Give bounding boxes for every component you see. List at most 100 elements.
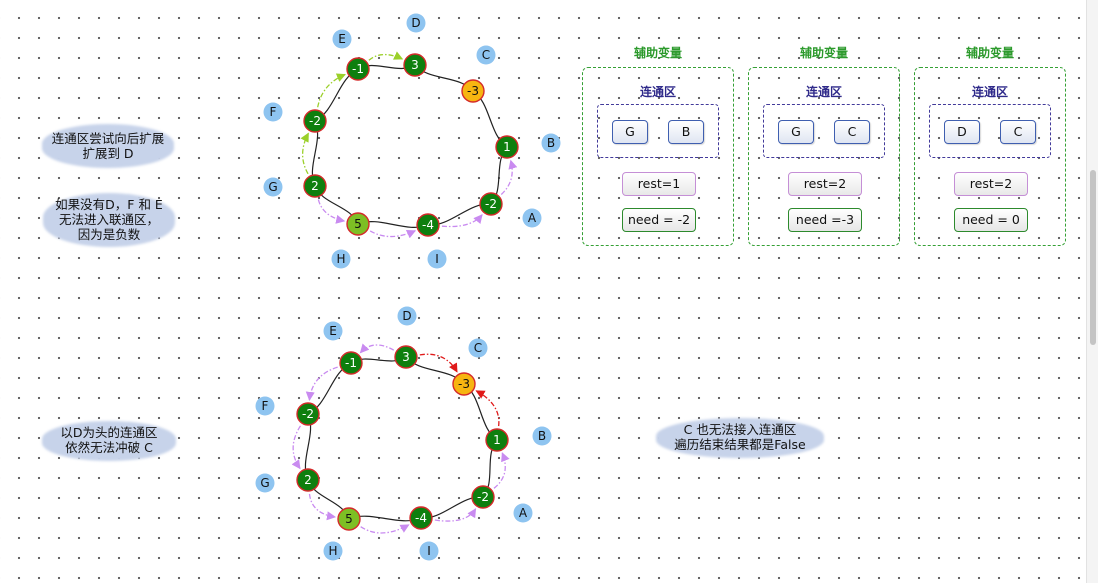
flow-arrow xyxy=(369,229,417,239)
chip-node: D xyxy=(944,120,980,144)
node-value: -3 xyxy=(458,377,470,391)
node-letter-badge: A xyxy=(513,503,533,523)
node-letter-badge: E xyxy=(323,321,343,341)
vertical-scrollbar[interactable] xyxy=(1086,0,1098,583)
group-title: 连通区 xyxy=(971,85,1008,99)
flow-arrow xyxy=(434,508,477,522)
node-letter-badge: H xyxy=(323,541,343,561)
ring-node: -3 xyxy=(452,372,476,396)
node-letter-badge: F xyxy=(255,396,275,416)
node-value: -2 xyxy=(485,197,497,211)
node-value: 3 xyxy=(411,58,419,72)
node-value: 1 xyxy=(493,433,501,447)
ring-node: 3 xyxy=(394,345,418,369)
note-line: C 也无法接入连通区 xyxy=(683,422,797,437)
node-letter: G xyxy=(260,476,269,490)
node-value: -2 xyxy=(309,114,321,128)
node-letter-badge: B xyxy=(541,133,561,153)
node-letter: C xyxy=(482,48,490,62)
need-value: need = 0 xyxy=(954,208,1028,232)
node-letter: F xyxy=(262,399,269,413)
node-letter: I xyxy=(427,544,431,558)
note-line: 扩展到 D xyxy=(82,146,134,161)
chip-node: B xyxy=(668,120,704,144)
node-letter-badge: E xyxy=(332,29,352,49)
flow-arrow xyxy=(308,493,337,521)
rest-value: rest=1 xyxy=(622,172,696,196)
node-letter-badge: D xyxy=(406,13,426,33)
node-letter: H xyxy=(328,544,337,558)
node-letter: D xyxy=(402,309,411,323)
scrollbar-thumb[interactable] xyxy=(1090,170,1096,345)
node-value: -3 xyxy=(467,84,479,98)
node-value: 2 xyxy=(311,179,319,193)
flow-arrow xyxy=(419,353,458,373)
node-letter: A xyxy=(519,506,528,520)
note-line: 依然无法冲破 C xyxy=(65,440,153,455)
ring-node: 5 xyxy=(337,507,361,531)
connected-group: 连通区 G C xyxy=(763,85,885,158)
flow-arrow xyxy=(291,425,302,470)
note-line: 连通区尝试向后扩展 xyxy=(51,131,165,146)
node-value: 5 xyxy=(354,217,362,231)
flow-arrow xyxy=(368,51,404,61)
note-cloud-expand-d: 连通区尝试向后扩展 扩展到 D xyxy=(42,124,174,168)
chip-node: G xyxy=(612,120,648,144)
node-value: -4 xyxy=(415,511,427,525)
ring-node: -2 xyxy=(296,402,320,426)
node-letter: B xyxy=(538,429,546,443)
panel-title: 辅助变量 xyxy=(965,46,1014,60)
node-value: 5 xyxy=(345,512,353,526)
node-value: -4 xyxy=(422,218,434,232)
node-value: -1 xyxy=(345,356,357,370)
ring-node: -2 xyxy=(471,485,495,509)
node-letter-badge: G xyxy=(255,473,275,493)
node-value: -1 xyxy=(352,62,364,76)
rest-value: rest=2 xyxy=(954,172,1028,196)
rest-value: rest=2 xyxy=(788,172,862,196)
node-letter: C xyxy=(474,341,482,355)
ring-node: 2 xyxy=(303,174,327,198)
ring-node: -2 xyxy=(303,109,327,133)
node-letter: A xyxy=(528,211,537,225)
node-letter-badge: B xyxy=(532,426,552,446)
aux-panel-3: 辅助变量 连通区 D C rest=2 need = 0 xyxy=(914,46,1066,246)
chip-node: G xyxy=(778,120,814,144)
aux-panel-2: 辅助变量 连通区 G C rest=2 need =-3 xyxy=(748,46,900,246)
node-value: -2 xyxy=(477,490,489,504)
note-line: 无法进入联通区， xyxy=(58,212,159,227)
node-letter-badge: D xyxy=(397,306,417,326)
note-cloud-result: C 也无法接入连通区 遍历结束结果都是False xyxy=(656,418,824,458)
node-letter: F xyxy=(270,105,277,119)
node-letter: D xyxy=(411,16,420,30)
ring-node: 5 xyxy=(346,212,370,236)
flow-arrow xyxy=(359,343,395,354)
node-value: 1 xyxy=(503,140,511,154)
note-line: 因为是负数 xyxy=(77,227,141,242)
flow-arrow xyxy=(317,199,346,224)
node-letter-badge: C xyxy=(468,338,488,358)
ring-node: -1 xyxy=(339,351,363,375)
note-line: 以D为头的连通区 xyxy=(60,425,158,440)
node-letter: E xyxy=(338,32,346,46)
node-letter: G xyxy=(268,180,277,194)
panel-title: 辅助变量 xyxy=(799,46,848,60)
note-line: 遍历结束结果都是False xyxy=(674,437,806,452)
node-letter: E xyxy=(329,324,337,338)
ring-node: 2 xyxy=(296,468,320,492)
note-cloud-without-d: 如果没有D，F 和 E 无法进入联通区， 因为是负数 xyxy=(43,193,175,247)
flow-arrow xyxy=(493,452,510,489)
node-letter: H xyxy=(336,252,345,266)
flow-arrow xyxy=(500,159,518,195)
note-line: 如果没有D，F 和 E xyxy=(55,197,163,212)
flow-arrow xyxy=(300,132,309,175)
chip-node: C xyxy=(1000,120,1036,144)
node-value: 3 xyxy=(402,350,410,364)
group-title: 连通区 xyxy=(805,85,842,99)
flow-arrow xyxy=(475,390,500,427)
ring-node: -2 xyxy=(479,192,503,216)
ring-node: -3 xyxy=(461,79,485,103)
node-value: -2 xyxy=(302,407,314,421)
